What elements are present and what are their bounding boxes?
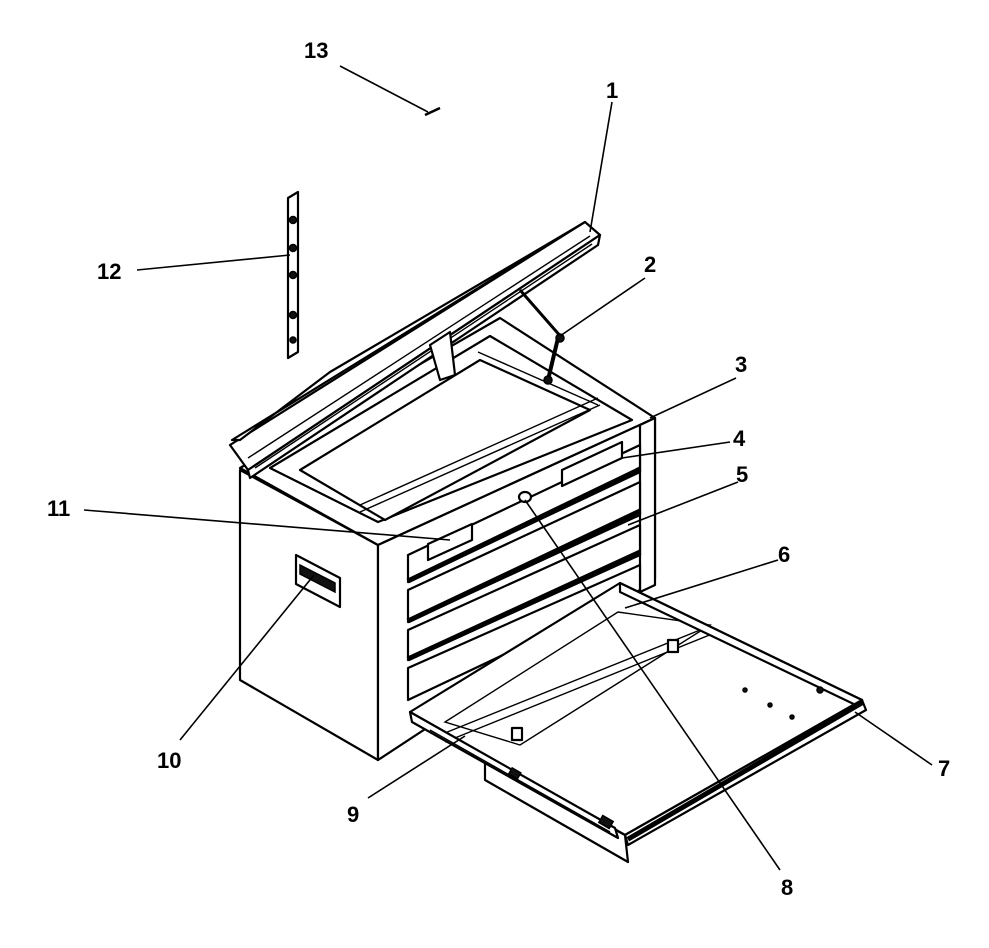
drawer-slide [408, 710, 620, 840]
drawer-lower [406, 523, 642, 662]
callout-3: 3 [735, 352, 747, 377]
lock-cylinder [517, 490, 533, 504]
callout-2: 2 [644, 252, 656, 277]
drawer-middle [406, 480, 642, 624]
hinge-strip [286, 190, 300, 360]
hinge-pin [424, 106, 441, 117]
callout-8: 8 [781, 875, 793, 900]
open-drawer [408, 581, 868, 864]
drawer-top [406, 440, 642, 584]
callout-5: 5 [736, 462, 748, 487]
drawer-bottom-front [406, 563, 642, 702]
callout-labels: 13 1 2 3 4 5 6 7 8 9 10 11 12 [47, 38, 950, 900]
callout-9: 9 [347, 802, 359, 827]
callout-1: 1 [606, 78, 618, 103]
leader-lines [83, 65, 933, 871]
callout-4: 4 [733, 426, 746, 451]
chest-lid [228, 220, 602, 480]
callout-13: 13 [304, 38, 328, 63]
callout-11: 11 [47, 496, 70, 521]
callout-6: 6 [778, 542, 790, 567]
side-handle [294, 553, 342, 609]
callout-7: 7 [938, 756, 950, 781]
callout-10: 10 [157, 748, 181, 773]
callout-12: 12 [97, 259, 121, 284]
lid-support-arm [518, 289, 565, 385]
